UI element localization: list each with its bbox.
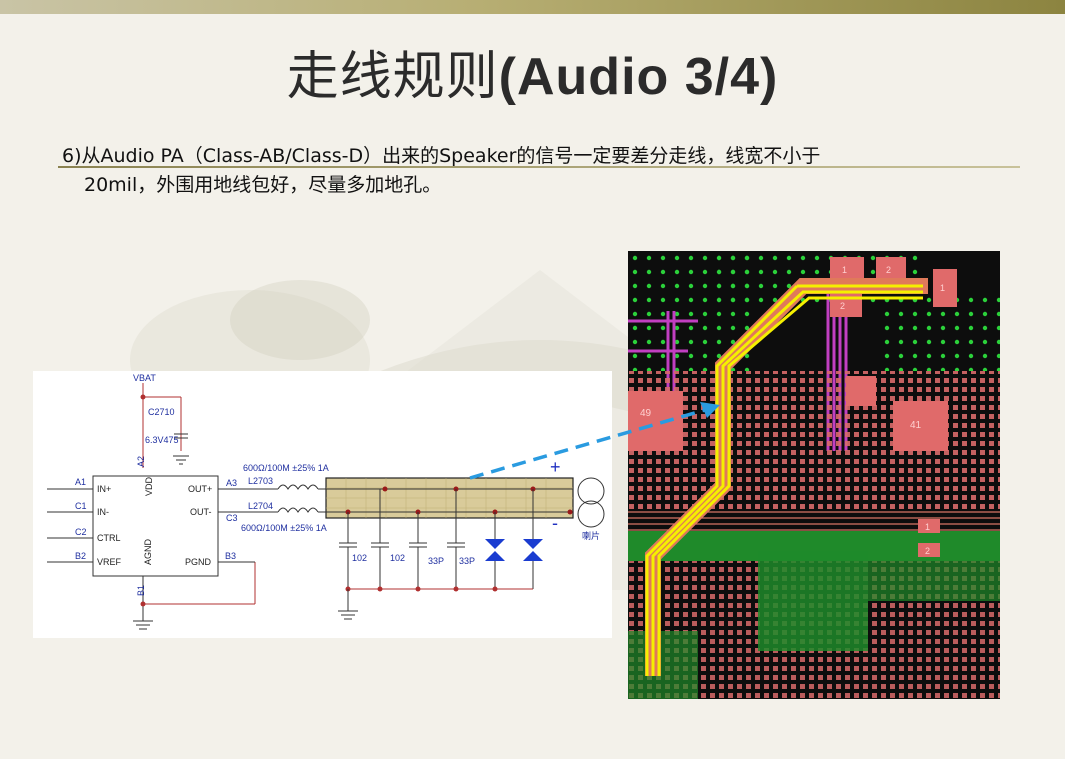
pin-ctrl: CTRL bbox=[97, 533, 121, 543]
pcb-pad-1b: 1 bbox=[940, 283, 945, 293]
net-a3: A3 bbox=[226, 478, 237, 488]
cap-value-3: 33P bbox=[428, 556, 444, 566]
pin-in-minus: IN- bbox=[97, 507, 109, 517]
ferrite-bottom-ref: L2704 bbox=[248, 501, 273, 511]
ferrite-bottom-spec: 600Ω/100M ±25% 1A bbox=[241, 523, 327, 533]
pin-pgnd: PGND bbox=[185, 557, 212, 567]
pin-out-minus: OUT- bbox=[190, 507, 212, 517]
slide-paragraph: 6)从Audio PA（Class-AB/Class-D）出来的Speaker的… bbox=[62, 142, 1022, 200]
pin-in-plus: IN+ bbox=[97, 484, 111, 494]
net-b3: B3 bbox=[225, 551, 236, 561]
pcb-pad-1c: 1 bbox=[925, 522, 930, 532]
speaker-trace-guard bbox=[657, 296, 923, 676]
slide-title: 走线规则(Audio 3/4) bbox=[0, 34, 1065, 109]
vbat-label: VBAT bbox=[133, 373, 156, 383]
pin-agnd: AGND bbox=[143, 538, 153, 565]
pcb-layout-image: 49 41 1 2 2 1 1 2 bbox=[628, 251, 1000, 699]
cap-value-2: 102 bbox=[390, 553, 405, 563]
speaker-label: 喇片 bbox=[582, 530, 600, 541]
pcb-pad-2a: 2 bbox=[886, 265, 891, 275]
title-latin: (Audio 3/4) bbox=[498, 48, 779, 106]
pin-vref: VREF bbox=[97, 557, 122, 567]
net-b2: B2 bbox=[75, 551, 86, 561]
pcb-ic-right-label: 41 bbox=[910, 420, 922, 431]
ferrite-top-spec: 600Ω/100M ±25% 1A bbox=[243, 463, 329, 473]
speaker-plus-sign: + bbox=[550, 457, 561, 477]
pcb-pad-1a: 1 bbox=[842, 265, 847, 275]
pcb-pad-2b: 2 bbox=[840, 301, 845, 311]
pcb-pad-2c: 2 bbox=[925, 546, 930, 556]
cap-c2710-value: 6.3V475 bbox=[145, 435, 179, 445]
net-a1: A1 bbox=[75, 477, 86, 487]
paragraph-line-2: 20mil，外围用地线包好，尽量多加地孔。 bbox=[84, 174, 442, 196]
net-b1: B1 bbox=[136, 585, 146, 596]
title-chinese: 走线规则 bbox=[286, 47, 499, 107]
pin-a2: A2 bbox=[136, 456, 146, 467]
top-accent-bar bbox=[0, 0, 1065, 14]
pin-vdd: VDD bbox=[144, 476, 154, 496]
paragraph-line-1: 6)从Audio PA（Class-AB/Class-D）出来的Speaker的… bbox=[62, 145, 821, 167]
pcb-ic-left-label: 49 bbox=[640, 408, 652, 419]
cap-value-4: 33P bbox=[459, 556, 475, 566]
speaker-trace-positive bbox=[645, 284, 799, 676]
net-c2: C2 bbox=[75, 527, 87, 537]
net-c3: C3 bbox=[226, 513, 238, 523]
cap-c2710-label: C2710 bbox=[148, 407, 175, 417]
paragraph-underline bbox=[58, 166, 1020, 168]
speaker-minus-sign: - bbox=[552, 513, 558, 533]
ferrite-top-ref: L2703 bbox=[248, 476, 273, 486]
cap-value-1: 102 bbox=[352, 553, 367, 563]
pin-out-plus: OUT+ bbox=[188, 484, 212, 494]
speaker-trace-negative bbox=[651, 290, 923, 676]
audio-pa-schematic: VBAT C2710 6.3V475 A2 VDD IN+ IN- CTRL V… bbox=[33, 371, 612, 638]
net-c1: C1 bbox=[75, 501, 87, 511]
